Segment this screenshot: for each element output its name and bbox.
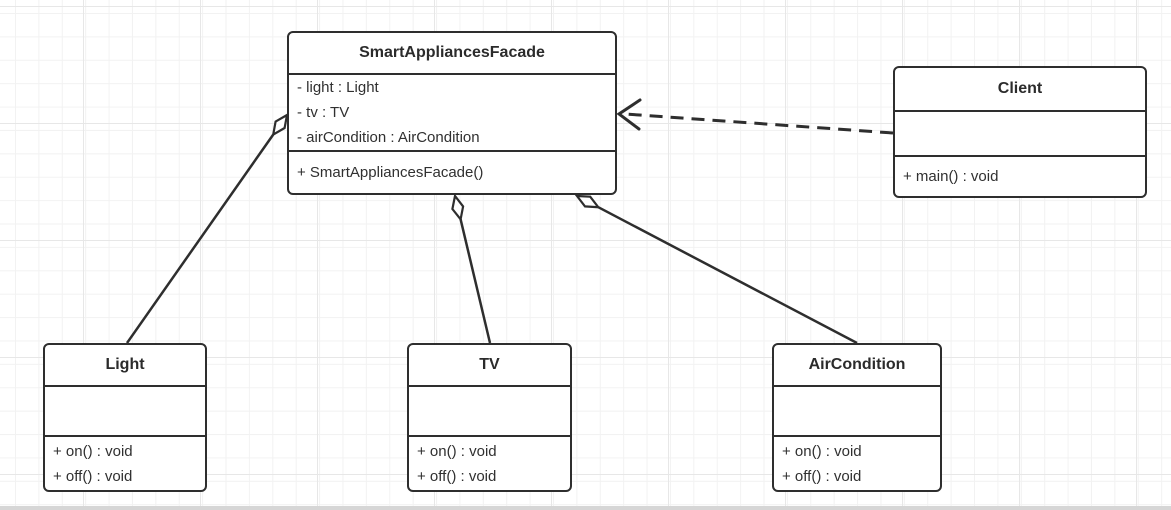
attribute-row: - light : Light <box>297 79 379 96</box>
method-row: + main() : void <box>903 168 999 185</box>
open-diamond-icon <box>574 194 601 209</box>
class-title: SmartAppliancesFacade <box>289 33 615 75</box>
aggregation-link-facade-tv[interactable] <box>451 193 492 344</box>
method-row: + on() : void <box>417 442 497 460</box>
class-title: Client <box>895 68 1145 112</box>
class-attributes <box>45 387 205 437</box>
attribute-row: - tv : TV <box>297 104 350 121</box>
class-attributes <box>409 387 570 437</box>
class-methods: + main() : void <box>895 157 1145 196</box>
class-attributes <box>895 112 1145 157</box>
open-diamond-icon <box>451 193 465 222</box>
dependency-link-client-facade[interactable] <box>616 98 894 135</box>
class-title: TV <box>409 345 570 387</box>
method-row: + on() : void <box>782 442 862 460</box>
class-title: AirCondition <box>774 345 940 387</box>
method-row: + off() : void <box>417 467 497 485</box>
aggregation-link-facade-light[interactable] <box>125 112 289 344</box>
class-box-tv[interactable]: TV + on() : void + off() : void <box>407 343 572 492</box>
method-row: + off() : void <box>782 467 862 485</box>
method-row: + on() : void <box>53 442 133 460</box>
class-methods: + SmartAppliancesFacade() <box>289 152 615 193</box>
class-box-aircondition[interactable]: AirCondition + on() : void + off() : voi… <box>772 343 942 492</box>
aggregation-link-facade-aircondition[interactable] <box>574 194 858 345</box>
open-arrowhead-icon <box>616 98 642 131</box>
attribute-row: - airCondition : AirCondition <box>297 129 480 146</box>
class-methods: + on() : void + off() : void <box>774 437 940 490</box>
class-title: Light <box>45 345 205 387</box>
class-box-light[interactable]: Light + on() : void + off() : void <box>43 343 207 492</box>
method-row: + off() : void <box>53 467 133 485</box>
method-row: + SmartAppliancesFacade() <box>297 164 484 181</box>
class-box-smartappliancesfacade[interactable]: SmartAppliancesFacade - light : Light - … <box>287 31 617 195</box>
open-diamond-icon <box>271 112 289 137</box>
class-attributes: - light : Light - tv : TV - airCondition… <box>289 75 615 152</box>
class-box-client[interactable]: Client + main() : void <box>893 66 1147 198</box>
class-methods: + on() : void + off() : void <box>45 437 205 490</box>
class-methods: + on() : void + off() : void <box>409 437 570 490</box>
class-attributes <box>774 387 940 437</box>
bottom-edge-strip <box>0 506 1171 510</box>
